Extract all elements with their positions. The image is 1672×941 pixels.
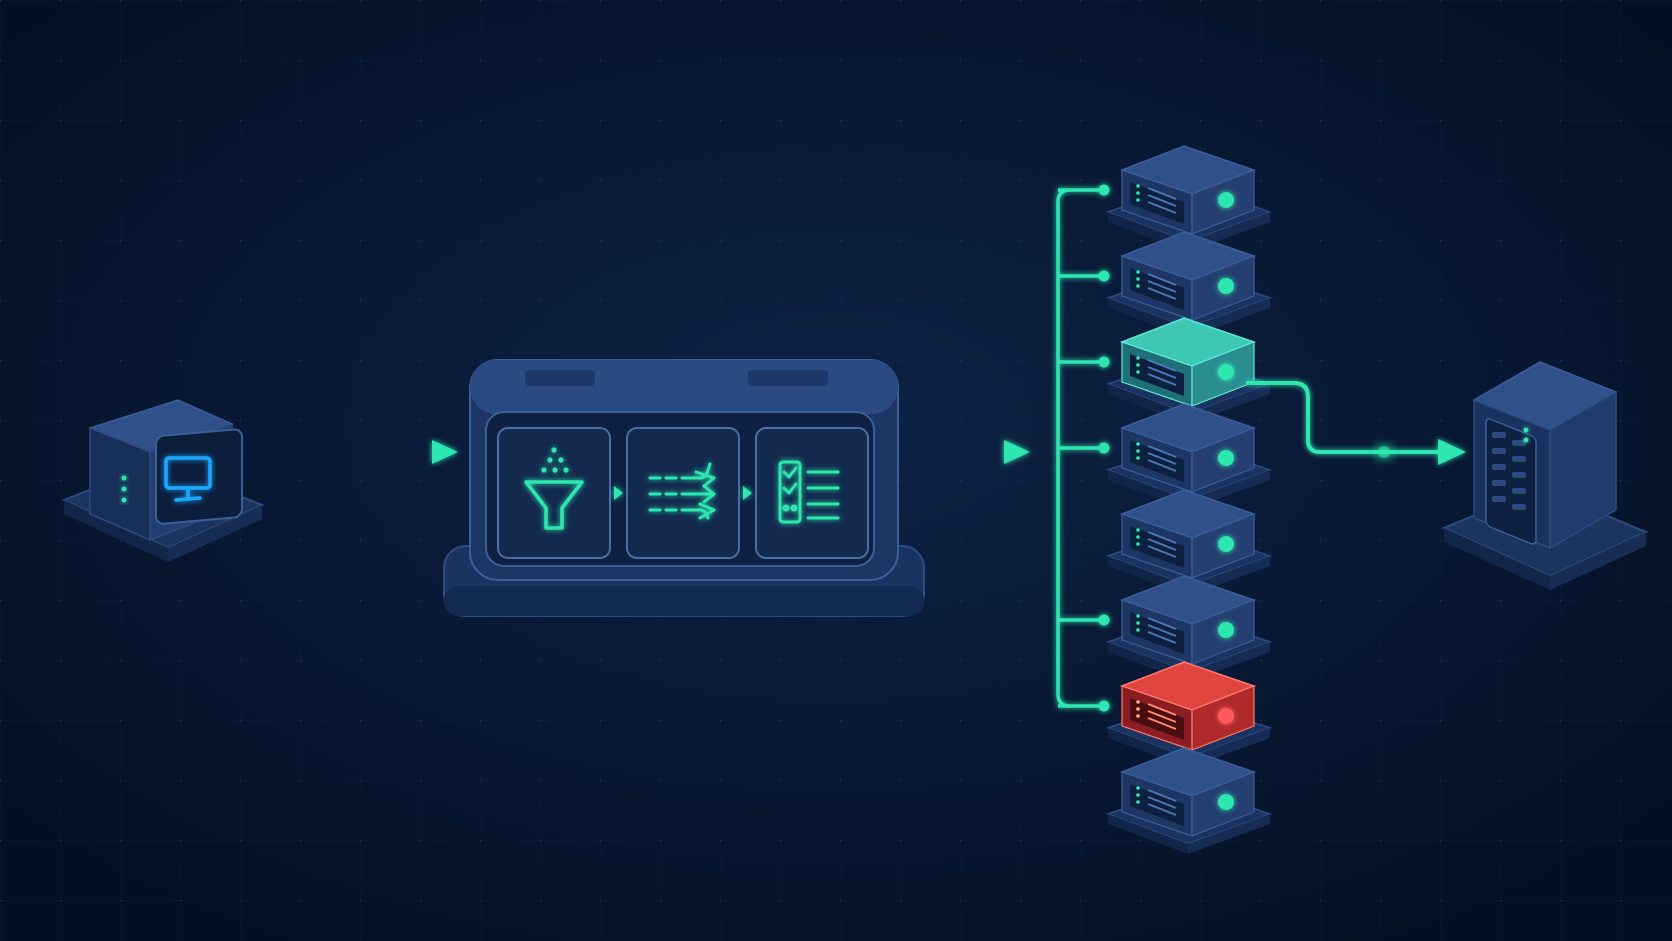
led-icon (121, 497, 127, 503)
connector-dot-icon (1098, 700, 1110, 712)
connector-dot-icon (1098, 442, 1110, 454)
pool-server-healthy (1105, 575, 1273, 682)
status-led-icon (1218, 708, 1234, 724)
drive-bays (1130, 182, 1184, 224)
pool-server-healthy (1105, 403, 1273, 510)
pool-server-healthy (1105, 747, 1273, 854)
status-led-icon (1218, 536, 1234, 552)
connector-dot-icon (1098, 270, 1110, 282)
led-icon (121, 486, 127, 492)
tower-server-icon (1472, 361, 1618, 550)
stage-distribute (626, 427, 740, 559)
drive-bays (1130, 526, 1184, 568)
status-led-icon (1218, 794, 1234, 810)
drive-bays (1130, 612, 1184, 654)
drive-bays (1130, 698, 1184, 740)
drive-bays (1130, 784, 1184, 826)
status-led-icon (1218, 192, 1234, 208)
stage-health-check (755, 427, 869, 559)
client-device (61, 399, 265, 562)
drive-bays (1130, 354, 1184, 396)
status-led-icon (1218, 622, 1234, 638)
funnel-filter-icon (524, 447, 584, 530)
led-icon (121, 475, 127, 481)
pool-server-selected (1105, 317, 1273, 424)
stage-connector-arrow (614, 486, 623, 500)
status-led-icon (1218, 450, 1234, 466)
stage-connector-arrow (743, 486, 752, 500)
checklist-icon (778, 460, 840, 524)
led-icon (1523, 427, 1529, 433)
connector-dot-icon (1098, 614, 1110, 626)
flow-arrow-balancer-to-pool (906, 440, 1030, 464)
led-icon (1523, 437, 1529, 443)
server-pool (1105, 145, 1273, 854)
vent-grille (525, 370, 828, 386)
backend-server (1441, 361, 1649, 590)
status-led-icon (1218, 364, 1234, 380)
split-arrows-icon (648, 462, 716, 520)
load-balancer (443, 359, 925, 617)
drive-bays (1130, 440, 1184, 482)
connector-dot-icon (1098, 356, 1110, 368)
monitor-icon (164, 456, 212, 502)
drive-bays (1130, 268, 1184, 310)
stage-filter (497, 427, 611, 559)
flow-arrow-client-to-balancer (270, 440, 458, 464)
distribution-bus (1056, 184, 1110, 712)
flow-arrow-to-backend (1246, 381, 1466, 465)
connector-dot-icon (1098, 184, 1110, 196)
status-led-icon (1218, 278, 1234, 294)
